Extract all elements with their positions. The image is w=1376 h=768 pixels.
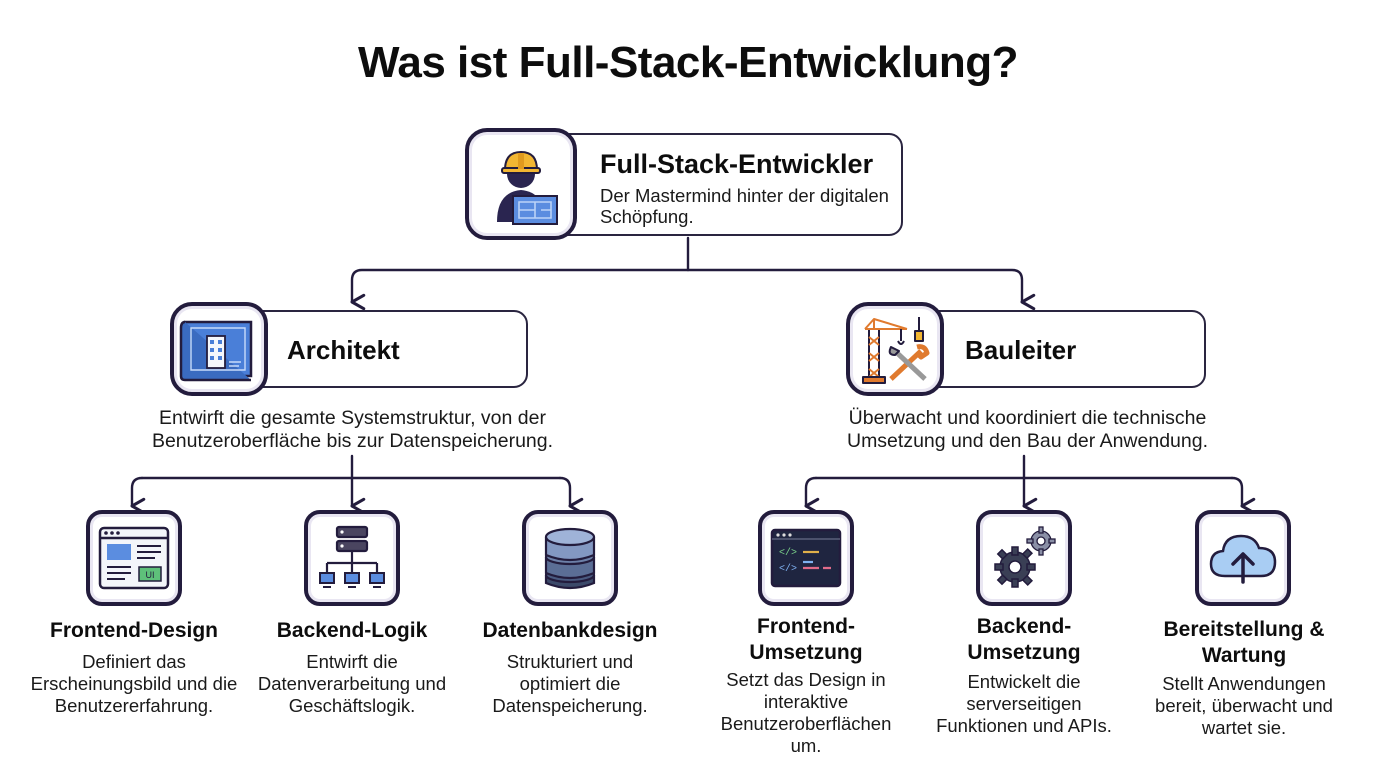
branch-desc-architekt: Entwirft die gesamte Systemstruktur, von… bbox=[151, 407, 554, 452]
root-card: Full-Stack-Entwickler Der Mastermind hin… bbox=[548, 133, 903, 236]
gears-icon bbox=[976, 510, 1072, 606]
svg-text:UI: UI bbox=[146, 570, 155, 580]
developer-blueprint-icon bbox=[465, 128, 577, 240]
branch-card-bauleiter: Bauleiter bbox=[916, 310, 1206, 388]
connector-right-3 bbox=[1230, 476, 1256, 515]
leaf-title-backend-logik: Backend-Logik bbox=[276, 619, 428, 642]
leaf-desc-bereitstellung-wartung: Stellt Anwendungen bereit, überwacht und… bbox=[1155, 673, 1333, 738]
leaf-title-frontend-umsetzung: Frontend-Umsetzung bbox=[749, 615, 863, 664]
leaf-desc-frontend-design: Definiert das Erscheinungsbild und die B… bbox=[30, 651, 238, 716]
svg-text:</>: </> bbox=[779, 547, 797, 559]
crane-tools-icon bbox=[846, 302, 944, 396]
branch-title-bauleiter: Bauleiter bbox=[965, 335, 1077, 365]
ui-layout-icon: UI bbox=[86, 510, 182, 606]
code-window-icon: </> </> bbox=[758, 510, 854, 606]
page-title: Was ist Full-Stack-Entwicklung? bbox=[357, 38, 1019, 87]
branch-card-architekt: Architekt bbox=[240, 310, 528, 388]
root-title: Full-Stack-Entwickler bbox=[600, 149, 874, 179]
connector-root-right bbox=[686, 268, 1036, 311]
leaf-desc-backend-umsetzung: Entwickelt die serverseitigen Funktionen… bbox=[936, 671, 1112, 736]
leaf-title-frontend-design: Frontend-Design bbox=[50, 619, 218, 642]
leaf-desc-backend-logik: Entwirft die Datenverarbeitung und Gesch… bbox=[257, 651, 447, 716]
root-subtitle: Der Mastermind hinter der digitalen Schö… bbox=[600, 185, 889, 227]
connector-left-1 bbox=[130, 476, 146, 515]
leaf-title-bereitstellung-wartung: Bereitstellung & Wartung bbox=[1163, 618, 1325, 667]
leaf-title-backend-umsetzung: Backend-Umsetzung bbox=[967, 615, 1081, 664]
connector-root-left bbox=[350, 268, 690, 311]
branch-desc-bauleiter: Überwacht und koordiniert die technische… bbox=[846, 407, 1208, 452]
database-icon bbox=[522, 510, 618, 606]
leaf-desc-frontend-umsetzung: Setzt das Design in interaktive Benutzer… bbox=[720, 669, 892, 756]
connector-right-1 bbox=[804, 476, 820, 515]
leaf-title-datenbankdesign: Datenbankdesign bbox=[482, 619, 658, 642]
server-network-icon bbox=[304, 510, 400, 606]
leaf-desc-datenbankdesign: Strukturiert und optimiert die Datenspei… bbox=[492, 651, 648, 716]
cloud-upload-icon bbox=[1195, 510, 1291, 606]
branch-title-architekt: Architekt bbox=[287, 335, 400, 365]
svg-text:</>: </> bbox=[779, 563, 797, 575]
connector-left-3 bbox=[558, 476, 584, 515]
blueprint-icon bbox=[170, 302, 268, 396]
